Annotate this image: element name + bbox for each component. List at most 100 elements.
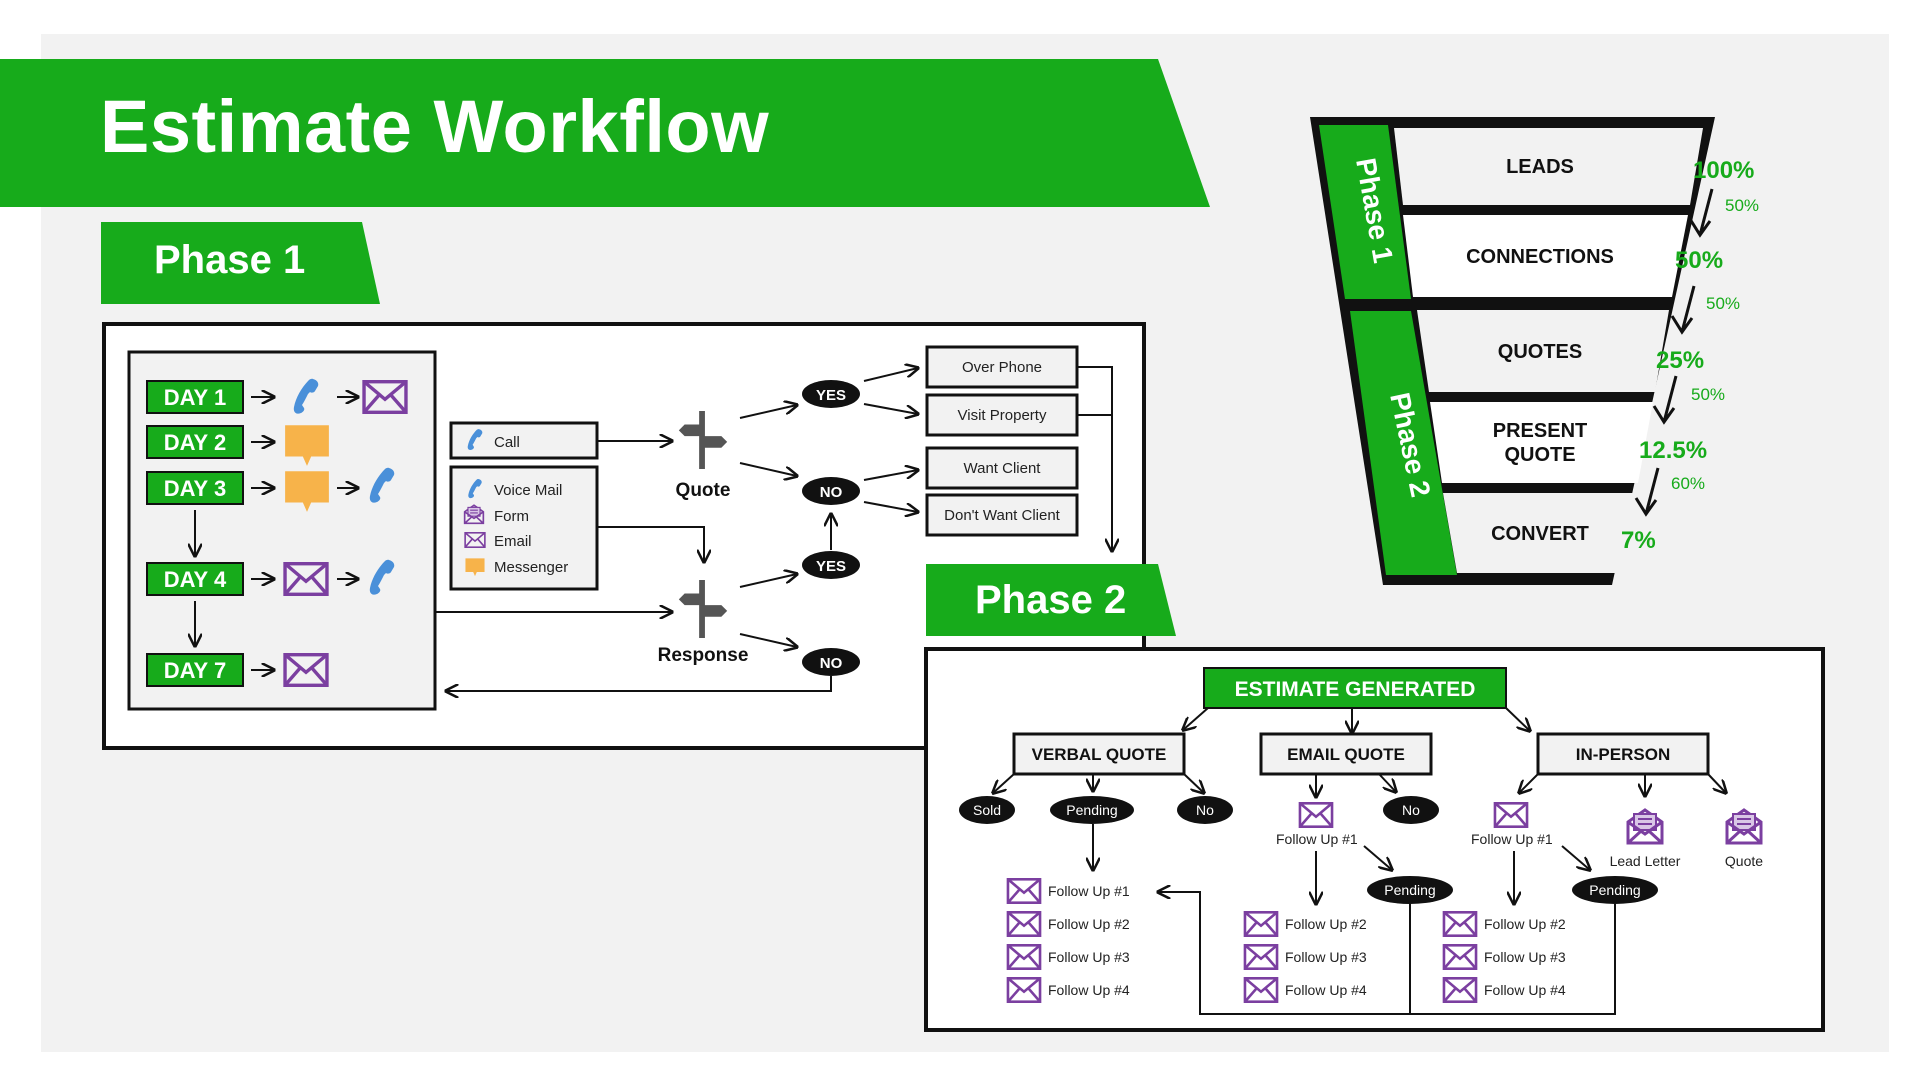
yes-badge <box>802 551 860 579</box>
day-label: DAY 1 <box>164 385 226 410</box>
day-row: DAY 7 <box>146 653 329 687</box>
page-title: Estimate Workflow <box>100 85 770 168</box>
funnel-stage <box>1417 310 1669 392</box>
day-row: DAY 2 <box>146 425 329 466</box>
yes-badge <box>802 380 860 408</box>
phase1-banner <box>101 222 380 304</box>
followup-label: Follow Up #3 <box>1484 949 1566 965</box>
funnel-rate: 50% <box>1691 385 1725 404</box>
channel-label: Form <box>494 508 529 525</box>
in-person-box <box>1536 732 1710 776</box>
funnel-stage <box>1443 493 1636 573</box>
funnel-rate-arrow <box>1634 467 1660 517</box>
no-text: No <box>1402 802 1420 818</box>
pending-badge <box>1367 876 1453 904</box>
estimate-generated-label: ESTIMATE GENERATED <box>1235 678 1476 701</box>
email-followups: Follow Up #2 Follow Up #3 Follow Up #4 <box>1243 911 1367 1003</box>
day-label: DAY 2 <box>164 430 226 455</box>
day-label-box <box>146 471 244 505</box>
verbal-quote-box <box>1012 732 1186 776</box>
followup-label: Follow Up #3 <box>1048 949 1130 965</box>
verbal-quote-label: VERBAL QUOTE <box>1032 745 1167 764</box>
followup-label: Follow Up #4 <box>1484 982 1566 998</box>
day-label-box <box>146 653 244 687</box>
funnel-rate: 60% <box>1671 474 1705 493</box>
pending-text: Pending <box>1066 802 1117 818</box>
verbal-followups: Follow Up #1 Follow Up #2 Follow Up #3 F… <box>1006 878 1130 1003</box>
channel-label: Messenger <box>494 559 568 576</box>
funnel-percent: 25% <box>1656 347 1704 374</box>
followup-label: Follow Up #2 <box>1484 916 1566 932</box>
in-person-label: IN-PERSON <box>1576 745 1670 764</box>
sold-badge <box>959 796 1015 824</box>
no-text: NO <box>820 655 843 672</box>
followup-label: Follow Up #3 <box>1285 949 1367 965</box>
phase2-title: Phase 2 <box>975 578 1127 622</box>
outcome-label: Over Phone <box>962 359 1042 376</box>
funnel-rates: 50% 50% 50% 60% <box>1634 188 1759 517</box>
followup-label: Follow Up #4 <box>1048 982 1130 998</box>
funnel-rate: 50% <box>1725 196 1759 215</box>
outcome-box <box>925 446 1079 490</box>
no-badge <box>1177 796 1233 824</box>
funnel-percents: 100%50%25%12.5%7% <box>1621 157 1754 554</box>
funnel-rate: 50% <box>1706 294 1740 313</box>
followup-label: Follow Up #4 <box>1285 982 1367 998</box>
funnel-rate-arrow <box>1670 285 1696 335</box>
outcome-label: Don't Want Client <box>944 507 1061 524</box>
funnel-stage <box>1394 128 1703 205</box>
quote-label: Quote <box>676 480 731 501</box>
funnel-stage <box>1403 215 1688 297</box>
funnel-stage-label: CONVERT <box>1491 523 1589 545</box>
no-badge <box>1383 796 1439 824</box>
no-badge <box>802 477 860 505</box>
followup-label: Follow Up #1 <box>1276 831 1358 847</box>
outcome-box <box>925 393 1079 437</box>
funnel-stage <box>1430 402 1653 483</box>
sold-text: Sold <box>973 802 1001 818</box>
email-quote-label: EMAIL QUOTE <box>1287 745 1405 764</box>
email-quote-box <box>1259 732 1433 776</box>
funnel-phase2-strip <box>1350 311 1457 575</box>
outcome-box <box>925 345 1079 389</box>
funnel-rate-arrow <box>1688 188 1714 238</box>
funnel-stage-label: LEADS <box>1506 156 1574 178</box>
followup-label: Follow Up #1 <box>1471 831 1553 847</box>
followup-label: Follow Up #1 <box>1048 883 1130 899</box>
funnel-percent: 7% <box>1621 527 1656 554</box>
phase2-frame <box>924 647 1825 1032</box>
title-banner <box>0 59 1210 207</box>
day-row: DAY 3 <box>146 467 395 512</box>
funnel-stage-label: QUOTES <box>1498 341 1582 363</box>
no-text: No <box>1196 802 1214 818</box>
response-label: Response <box>658 645 749 666</box>
pending-badge <box>1572 876 1658 904</box>
channel-label: Voice Mail <box>494 482 562 499</box>
funnel-stage-label: CONNECTIONS <box>1466 246 1614 268</box>
pending-badge <box>1050 796 1134 824</box>
lead-letter-label: Lead Letter <box>1610 853 1681 869</box>
day-row: DAY 1 <box>146 378 408 414</box>
estimate-generated-box <box>1203 667 1507 709</box>
yes-text: YES <box>816 558 846 575</box>
funnel-percent: 100% <box>1693 157 1754 184</box>
day-label-box <box>146 380 244 414</box>
day-row: DAY 4 <box>146 559 395 596</box>
quote-letter-label: Quote <box>1725 853 1763 869</box>
channel-label: Email <box>494 533 532 550</box>
no-badge <box>802 648 860 676</box>
no-text: NO <box>820 484 843 501</box>
pending-text: Pending <box>1384 882 1435 898</box>
followup-label: Follow Up #2 <box>1048 916 1130 932</box>
funnel-percent: 50% <box>1675 247 1723 274</box>
phase2-banner <box>926 564 1176 636</box>
day-label: DAY 7 <box>164 658 226 683</box>
funnel-phase1-strip <box>1319 125 1411 299</box>
